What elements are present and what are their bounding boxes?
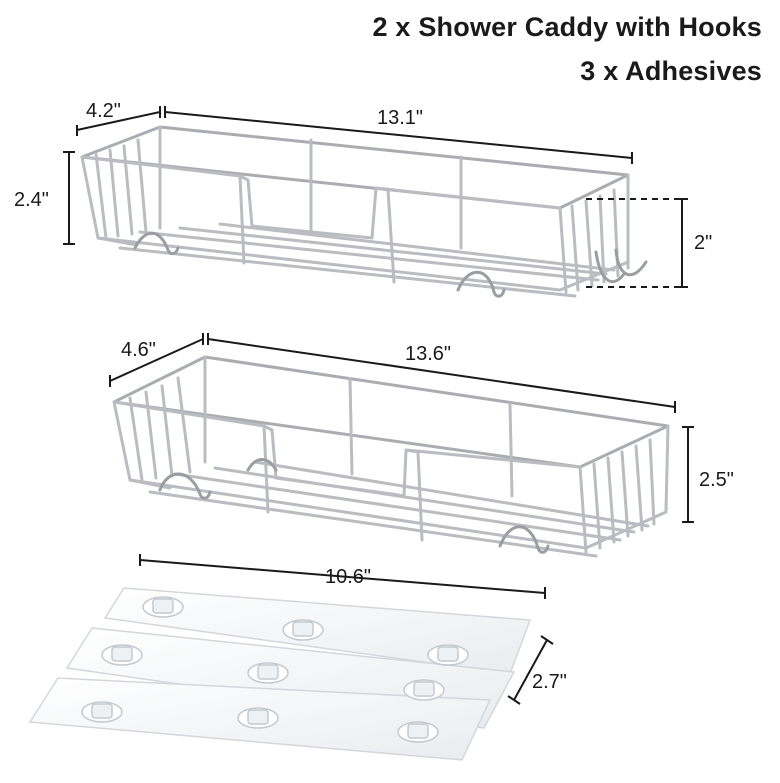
hook-height-label: 2" — [694, 232, 712, 254]
hook-dashed-guides — [586, 198, 682, 288]
top-caddy-dimensions — [63, 106, 688, 288]
bottom-caddy-height-label: 2.5" — [699, 469, 734, 491]
product-title-line-2: 3 x Adhesives — [580, 56, 762, 86]
top-caddy-depth-label: 4.2" — [86, 100, 121, 122]
hook-dimension-line — [676, 198, 688, 288]
depth-dimension-line-top — [76, 106, 161, 136]
adhesive-width-dimension-line — [507, 635, 554, 705]
top-caddy-length-label: 13.1" — [377, 107, 423, 129]
height-dimension-line-top — [63, 151, 75, 245]
mount-3-4 — [403, 679, 445, 701]
product-title-line-1: 2 x Shower Caddy with Hooks — [372, 12, 762, 42]
mount-1-2 — [282, 619, 324, 641]
bottom-caddy-length-label: 13.6" — [405, 343, 451, 365]
mount-2-2 — [247, 662, 289, 684]
bottom-shower-caddy — [112, 355, 670, 558]
height-dimension-line-bottom — [682, 426, 694, 523]
mount-1-1 — [142, 596, 184, 618]
length-dimension-line-bottom — [207, 333, 676, 413]
top-caddy-height-label: 2.4" — [14, 189, 49, 211]
mount-3-2 — [237, 707, 279, 729]
top-shower-caddy — [80, 125, 648, 298]
adhesive-width-label: 2.7" — [532, 671, 567, 693]
adhesive-dimensions — [139, 554, 554, 705]
depth-dimension-line-bottom — [109, 333, 204, 387]
adhesive-length-dimension-line — [139, 554, 546, 599]
bottom-caddy-depth-label: 4.6" — [121, 339, 156, 361]
mount-3-1 — [81, 701, 123, 723]
mount-3-3 — [397, 721, 439, 743]
adhesive-length-label: 10.6" — [325, 566, 371, 588]
bottom-caddy-dimensions — [109, 333, 694, 523]
mount-2-3 — [427, 644, 469, 666]
mount-2-1 — [101, 644, 143, 666]
length-dimension-line-top — [164, 106, 633, 164]
adhesive-pads — [28, 587, 532, 761]
